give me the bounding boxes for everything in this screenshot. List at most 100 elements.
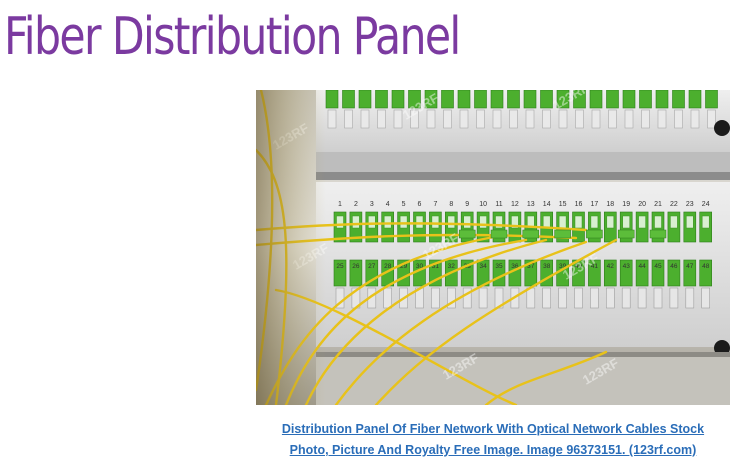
port-number-bottom: 45 bbox=[654, 263, 662, 270]
upper-connector bbox=[441, 90, 454, 109]
port-number-top: 3 bbox=[370, 201, 374, 208]
port-number-bottom: 38 bbox=[543, 263, 551, 270]
upper-adapter bbox=[591, 109, 601, 129]
upper-connector bbox=[474, 90, 487, 109]
upper-connector bbox=[606, 90, 619, 109]
upper-adapter bbox=[360, 109, 370, 129]
bottom-port-dustcap bbox=[383, 287, 392, 309]
top-port-ferrule bbox=[670, 215, 678, 229]
page-title: Fiber Distribution Panel bbox=[4, 7, 461, 67]
left-shadow bbox=[256, 90, 326, 405]
bottom-port-adapter bbox=[349, 259, 363, 287]
port-number-top: 13 bbox=[527, 201, 535, 208]
port-number-bottom: 35 bbox=[495, 263, 503, 270]
upper-connector bbox=[573, 90, 586, 109]
port-number-top: 2 bbox=[354, 201, 358, 208]
upper-adapter bbox=[542, 109, 551, 129]
upper-adapter bbox=[393, 109, 403, 129]
cable-boot bbox=[649, 229, 667, 239]
bottom-port-adapter bbox=[524, 259, 538, 287]
bottom-port-adapter bbox=[619, 259, 633, 287]
bottom-port-adapter bbox=[588, 259, 601, 287]
port-number-bottom: 42 bbox=[607, 263, 615, 270]
port-number-top: 12 bbox=[511, 201, 519, 208]
top-port-ferrule bbox=[479, 215, 487, 229]
top-port-ferrule bbox=[686, 215, 694, 229]
top-port-ferrule bbox=[495, 215, 503, 229]
caption-link-line-2[interactable]: Photo, Picture And Royalty Free Image. I… bbox=[289, 443, 697, 457]
bottom-port-dustcap bbox=[447, 287, 456, 309]
upper-connector bbox=[325, 90, 339, 109]
upper-adapter bbox=[410, 109, 419, 129]
bottom-port-dustcap bbox=[542, 287, 552, 309]
port-number-bottom: 41 bbox=[591, 263, 599, 270]
cable-boot bbox=[458, 229, 476, 239]
upper-adapter bbox=[575, 109, 584, 129]
port-number-bottom: 29 bbox=[400, 263, 408, 270]
rack-rail bbox=[316, 172, 730, 180]
top-port-ferrule bbox=[368, 215, 376, 229]
upper-adapter bbox=[657, 109, 667, 129]
port-number-top: 9 bbox=[465, 201, 469, 208]
top-port-ferrule bbox=[399, 215, 408, 229]
top-port-ferrule bbox=[447, 215, 456, 229]
upper-adapter bbox=[707, 109, 716, 129]
upper-connector bbox=[672, 90, 685, 109]
port-number-bottom: 32 bbox=[448, 263, 456, 270]
upper-adapter bbox=[327, 109, 337, 129]
upper-connector bbox=[639, 90, 652, 109]
upper-connector bbox=[705, 90, 718, 109]
upper-connector bbox=[523, 90, 537, 109]
bottom-port-dustcap bbox=[653, 287, 663, 309]
port-number-bottom: 48 bbox=[702, 263, 710, 270]
top-port-ferrule bbox=[463, 215, 471, 229]
top-port-ferrule bbox=[590, 215, 599, 229]
upper-connector bbox=[507, 90, 520, 109]
top-port-ferrule bbox=[352, 215, 360, 229]
port-number-top: 6 bbox=[418, 201, 422, 208]
port-number-top: 18 bbox=[606, 201, 614, 208]
bottom-port-dustcap bbox=[574, 287, 583, 309]
port-number-bottom: 28 bbox=[384, 263, 392, 270]
upper-adapter bbox=[624, 109, 634, 129]
upper-connector bbox=[375, 90, 388, 109]
port-number-bottom: 44 bbox=[638, 263, 646, 270]
upper-adapter bbox=[674, 109, 683, 129]
upper-connector bbox=[655, 90, 669, 109]
port-number-bottom: 47 bbox=[686, 263, 694, 270]
port-number-bottom: 37 bbox=[527, 263, 535, 270]
upper-connector bbox=[457, 90, 471, 109]
port-number-bottom: 40 bbox=[575, 263, 583, 270]
upper-adapter bbox=[344, 109, 353, 129]
caption-link-line-1[interactable]: Distribution Panel Of Fiber Network With… bbox=[281, 422, 705, 436]
port-number-top: 20 bbox=[638, 201, 646, 208]
bottom-port-dustcap bbox=[462, 287, 472, 309]
port-number-bottom: 31 bbox=[432, 263, 440, 270]
panel-knob-top bbox=[714, 120, 730, 136]
lower-tray-edge bbox=[316, 352, 730, 357]
bottom-port-dustcap bbox=[526, 287, 536, 309]
port-number-bottom: 27 bbox=[368, 263, 376, 270]
cable-boot bbox=[554, 229, 571, 239]
port-number-top: 16 bbox=[575, 201, 583, 208]
port-number-bottom: 39 bbox=[559, 263, 567, 270]
upper-connector bbox=[424, 90, 438, 109]
upper-connector bbox=[556, 90, 570, 109]
bottom-port-dustcap bbox=[669, 287, 679, 309]
bottom-port-dustcap bbox=[558, 287, 567, 309]
port-number-top: 22 bbox=[670, 201, 678, 208]
cable-boot bbox=[617, 229, 635, 239]
port-number-bottom: 26 bbox=[352, 263, 360, 270]
top-port-ferrule bbox=[431, 215, 440, 229]
port-number-top: 8 bbox=[449, 201, 453, 208]
upper-connector bbox=[391, 90, 405, 109]
port-number-bottom: 30 bbox=[416, 263, 424, 270]
port-number-top: 10 bbox=[479, 201, 487, 208]
upper-connector bbox=[358, 90, 372, 109]
top-port-ferrule bbox=[574, 215, 583, 229]
upper-adapter bbox=[476, 109, 485, 129]
port-number-top: 19 bbox=[622, 201, 630, 208]
top-port-ferrule bbox=[558, 215, 567, 229]
